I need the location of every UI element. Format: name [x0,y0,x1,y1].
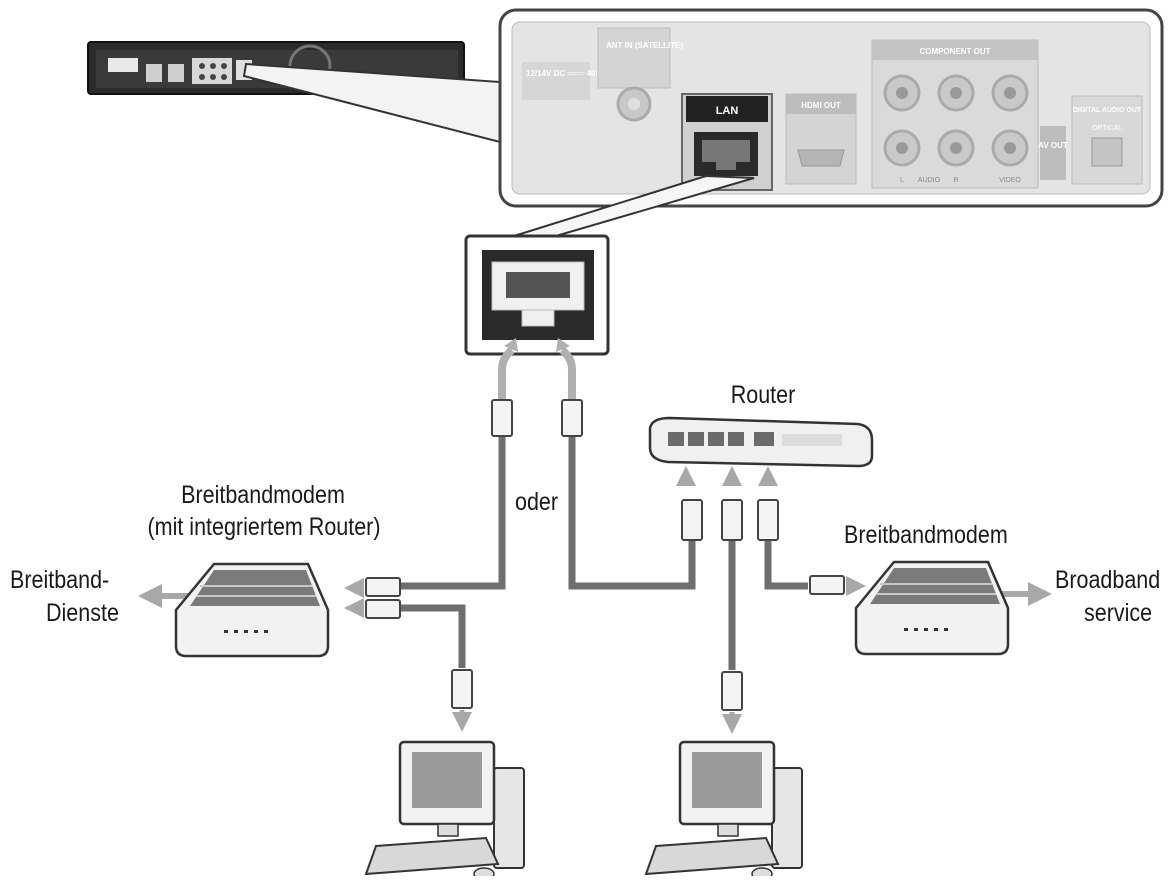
optical-label: OPTICAL [1092,125,1122,132]
audio-r-label: R [953,177,958,184]
broadband-services-label-line2: Dienste [46,599,119,627]
router-device [648,416,874,468]
audio-l-label: L [900,177,904,184]
cables [138,338,1052,734]
broadband-service-label-line2: service [1084,599,1153,627]
audio-label: AUDIO [918,177,941,184]
component-label: COMPONENT OUT [919,47,990,56]
hdmi-label: HDMI OUT [801,101,841,110]
av-label: AV OUT [1038,141,1068,150]
modem-router-label-line1: Breitbandmodem [181,481,345,509]
or-label: oder [515,488,559,516]
power-label: 12/14V DC ═══ 400mA Max. [526,69,633,78]
lan-label: LAN [716,105,739,117]
video-label: VIDEO [999,177,1021,184]
rj45-plugs [365,399,845,711]
ant-label: ANT IN (SATELLITE) [606,41,684,50]
modem-right-label: Breitbandmodem [844,521,1008,549]
digital-label: DIGITAL AUDIO OUT [1073,107,1142,114]
back-panel: 12/14V DC ═══ 400mA Max. ANT IN (SATELLI… [498,8,1164,208]
broadband-services-label-line1: Breitband- [10,566,110,594]
computer-right [644,740,803,881]
computer-left [364,740,525,881]
modem-right [854,560,1010,656]
broadband-service-label-line1: Broadband [1055,566,1161,594]
modem-with-router [174,562,330,658]
lan-port-enlarged [464,234,610,356]
router-label: Router [730,381,796,409]
modem-router-label-line2: (mit integriertem Router) [147,513,381,541]
